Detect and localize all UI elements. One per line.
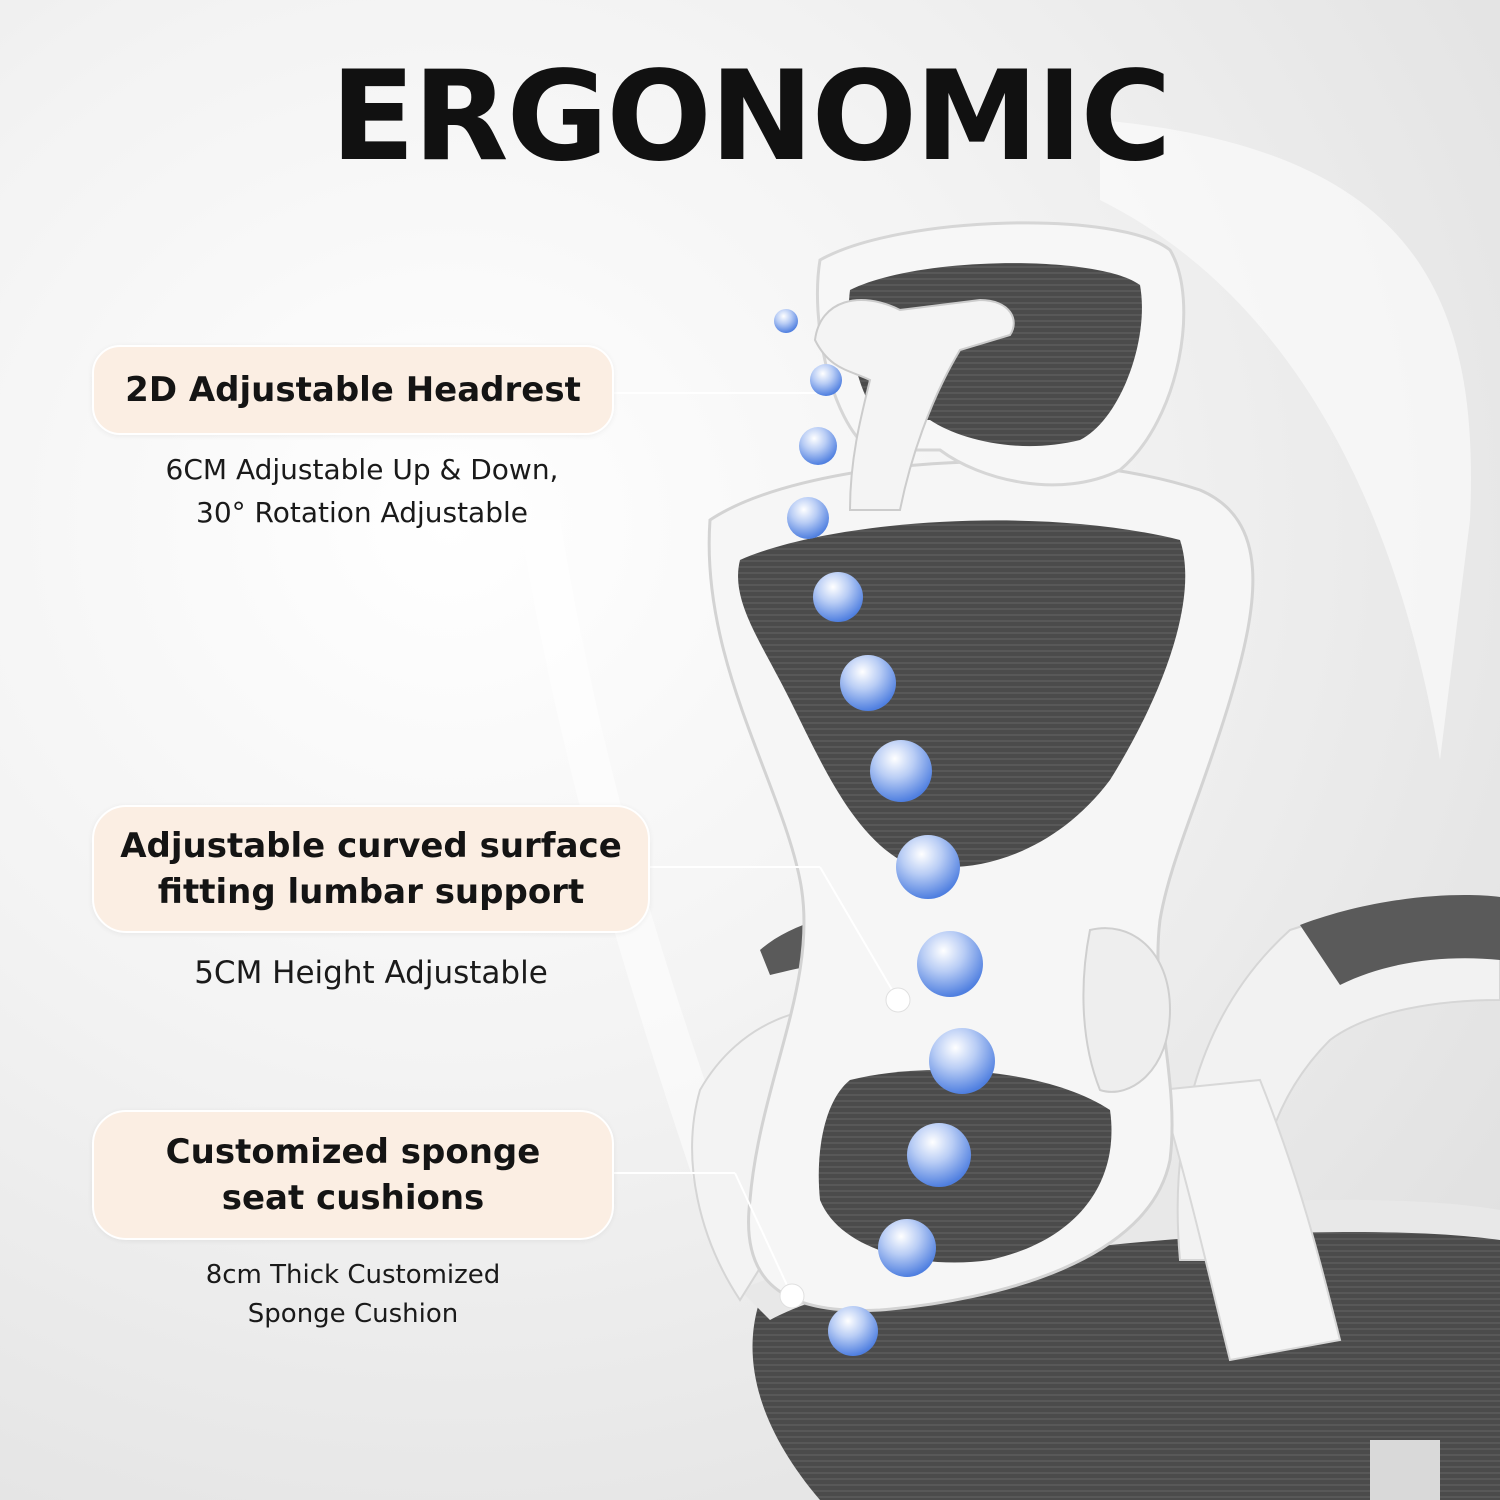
feature-lumbar-heading: Adjustable curved surface fitting lumbar… (120, 826, 622, 912)
spine-dot-icon (799, 427, 837, 465)
pointer-dot-icon (779, 1283, 805, 1309)
feature-seat-detail: 8cm Thick Customized Sponge Cushion (205, 1260, 501, 1329)
spine-dot-icon (828, 1306, 878, 1356)
spine-dot-icon (917, 931, 983, 997)
background-swoosh (1100, 120, 1472, 760)
feature-headrest-detail: 6CM Adjustable Up & Down, 30° Rotation A… (165, 453, 559, 529)
spine-dot-icon (929, 1028, 995, 1094)
spine-dot-icon (787, 497, 829, 539)
armrest-pad-right (1300, 895, 1500, 985)
spine-dot-icon (870, 740, 932, 802)
feature-seat-label: Customized sponge seat cushions (92, 1110, 614, 1240)
armrest-post-right (1158, 1078, 1342, 1362)
feature-seat-heading: Customized sponge seat cushions (165, 1132, 541, 1218)
main-title: ERGONOMIC (330, 45, 1171, 189)
spine-dot-icon (896, 835, 960, 899)
spine-dot-icon (813, 572, 863, 622)
spine-dot-icon (840, 655, 896, 711)
spine-dot-icon (907, 1123, 971, 1187)
feature-lumbar-detail: 5CM Height Adjustable (194, 955, 548, 991)
spine-dot-icon (878, 1219, 936, 1277)
leader-line-seat-diag (734, 1172, 793, 1297)
spine-dot-icon (774, 309, 798, 333)
feature-headrest-heading: 2D Adjustable Headrest (125, 370, 581, 410)
feature-headrest-label: 2D Adjustable Headrest (92, 345, 614, 435)
leader-line-lumbar-diag (819, 866, 899, 1001)
spine-dots (774, 309, 995, 1356)
feature-lumbar-label: Adjustable curved surface fitting lumbar… (92, 805, 650, 933)
pointer-dot-icon (885, 987, 911, 1013)
spine-dot-icon (810, 364, 842, 396)
headrest-bracket (813, 298, 1015, 511)
gas-lift (1370, 1440, 1440, 1500)
lumbar-support-pad (1082, 927, 1172, 1093)
